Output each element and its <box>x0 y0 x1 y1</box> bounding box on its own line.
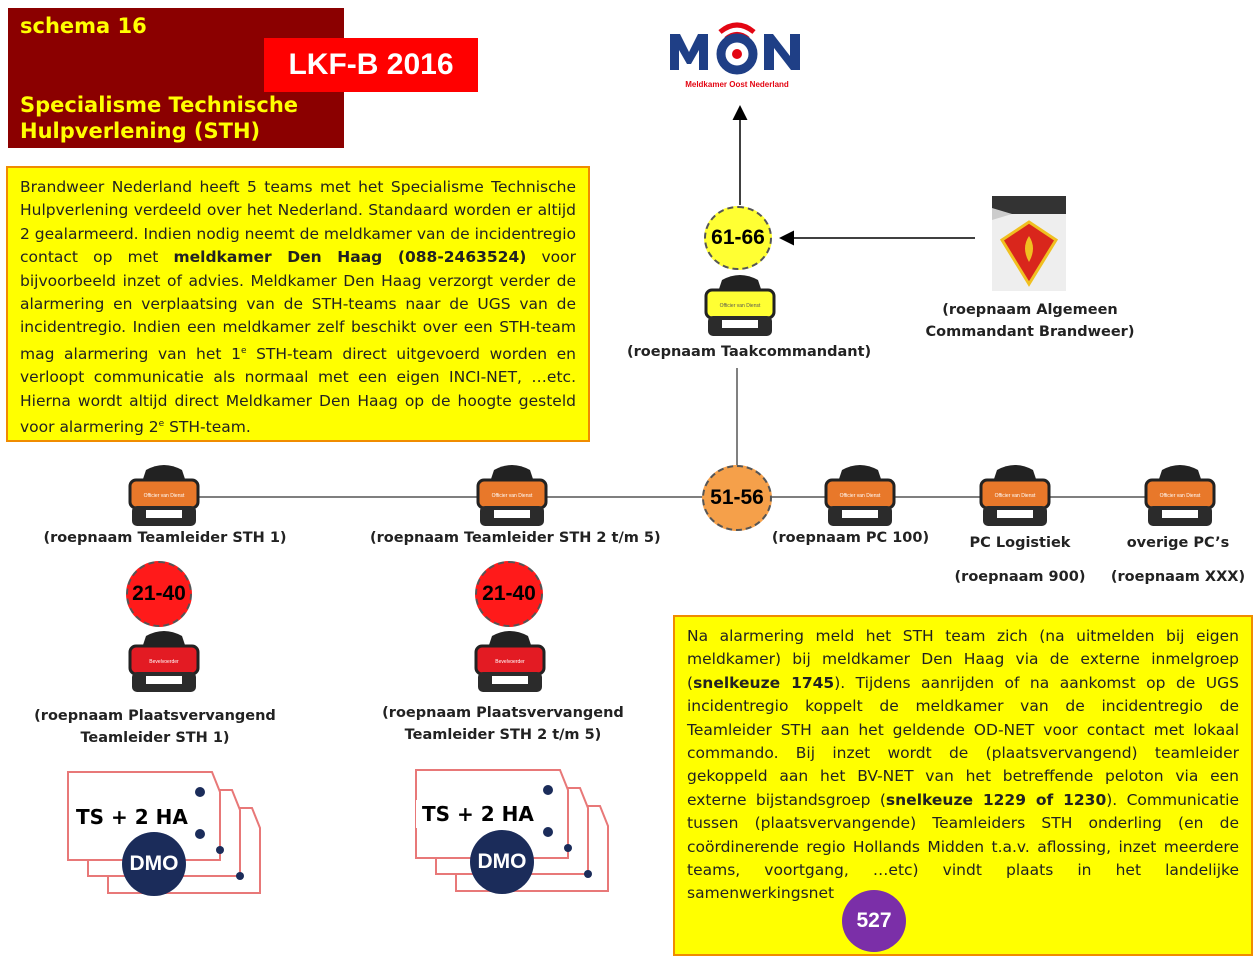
label-plaatsvervangend-1-line2: Teamleider STH 1) <box>80 730 230 746</box>
schema-number: schema 16 <box>20 14 147 38</box>
info-box-2-snelkeuze-1229: snelkeuze 1229 of 1230 <box>885 790 1107 809</box>
schema-title-line1: Specialisme Technische <box>20 93 299 117</box>
label-ac-line1: (roepnaam Algemeen <box>942 302 1118 318</box>
brandweer-shield-icon <box>992 196 1066 287</box>
schema-header: schema 16 Specialisme Technische Hulpver… <box>8 8 344 148</box>
lkf-badge: LKF-B 2016 <box>264 38 478 92</box>
ac-emblem <box>992 196 1066 291</box>
svg-text:Officier van Dienst: Officier van Dienst <box>840 493 881 499</box>
label-plaatsvervangend-2-5-line2: Teamleider STH 2 t/m 5) <box>404 727 602 743</box>
info-box-1-text-b: voor bijvoorbeeld inzet of advies. Meldk… <box>20 248 576 363</box>
info-box-1: Brandweer Nederland heeft 5 teams met he… <box>6 166 590 442</box>
svg-text:Bevelvoerder: Bevelvoerder <box>149 659 179 665</box>
label-ac-line2: Commandant Brandweer) <box>925 324 1135 340</box>
talkgroup-527: 527 <box>842 890 906 952</box>
info-box-1-text-a: Brandweer Nederland heeft 5 teams met he… <box>20 178 576 267</box>
info-box-2-text-c: ). Communicatie tussen (plaatsvervangend… <box>687 790 1239 903</box>
label-plaatsvervangend-1-line1: (roepnaam Plaatsvervangend <box>34 708 276 724</box>
label-plaatsvervangend-1: (roepnaam Plaatsvervangend Teamleider ST… <box>30 705 280 749</box>
info-box-1-sup2: e <box>158 419 165 430</box>
radio-pc-100: Officier van Dienst <box>820 462 900 532</box>
dmo-badge: DMO <box>470 830 534 894</box>
radio-teamleider-1: Officier van Dienst <box>124 462 204 532</box>
label-ac: (roepnaam Algemeen Commandant Brandweer) <box>915 299 1145 343</box>
info-box-1-sup1: e <box>240 345 247 356</box>
info-box-1-phone: meldkamer Den Haag (088-2463524) <box>173 248 527 267</box>
info-box-1-text-c: STH-team direct uitgevoerd worden en ver… <box>20 345 576 437</box>
label-teamleider-2-5: (roepnaam Teamleider STH 2 t/m 5) <box>370 530 661 546</box>
svg-text:Officier van Dienst: Officier van Dienst <box>720 303 761 309</box>
label-pc-100: (roepnaam PC 100) <box>771 530 930 546</box>
schema-title: Specialisme Technische Hulpverlening (ST… <box>20 92 298 144</box>
talkgroup-61-66: 61-66 <box>704 206 772 270</box>
schema-title-line2: Hulpverlening (STH) <box>20 119 261 143</box>
mon-logo: Meldkamer Oost Nederland <box>662 12 812 94</box>
label-overige-pc-roepnaam: (roepnaam XXX) <box>1110 569 1246 585</box>
svg-text:Officier van Dienst: Officier van Dienst <box>1160 493 1201 499</box>
info-box-1-text-d: STH-team. <box>164 418 251 437</box>
info-box-2-snelkeuze-1745: snelkeuze 1745 <box>693 673 835 692</box>
radio-plaatsvervangend-teamleider-2-5: Bevelvoerder <box>470 628 550 698</box>
vehicle-group-team-2-5: TS + 2 HA DMO <box>408 766 618 906</box>
vehicle-group-team-1: TS + 2 HA DMO <box>60 768 270 908</box>
svg-text:Officier van Dienst: Officier van Dienst <box>995 493 1036 499</box>
vehicle-ts-label: TS + 2 HA <box>416 800 540 828</box>
info-box-2: Na alarmering meld het STH team zich (na… <box>673 615 1253 956</box>
radio-pc-logistiek: Officier van Dienst <box>975 462 1055 532</box>
talkgroup-21-40-team-1: 21-40 <box>126 561 192 627</box>
dmo-badge: DMO <box>122 832 186 896</box>
radio-overige-pc: Officier van Dienst <box>1140 462 1220 532</box>
talkgroup-51-56: 51-56 <box>702 465 772 531</box>
label-plaatsvervangend-2-5-line1: (roepnaam Plaatsvervangend <box>382 705 624 721</box>
svg-text:Officier van Dienst: Officier van Dienst <box>144 493 185 499</box>
label-plaatsvervangend-2-5: (roepnaam Plaatsvervangend Teamleider ST… <box>378 702 628 746</box>
label-overige-pc: overige PC’s <box>1126 535 1230 551</box>
label-teamleider-1: (roepnaam Teamleider STH 1) <box>43 530 287 546</box>
svg-text:Officier van Dienst: Officier van Dienst <box>492 493 533 499</box>
mon-subtitle: Meldkamer Oost Nederland <box>685 80 789 89</box>
info-box-2-text-b: ). Tijdens aanrijden of na aankomst op d… <box>687 673 1239 809</box>
info-box-2-text-a: Na alarmering meld het STH team zich (na… <box>687 627 1239 692</box>
mon-logo-graphic <box>670 22 800 75</box>
label-pc-logistiek: PC Logistiek <box>969 535 1071 551</box>
radio-teamleider-2-5: Officier van Dienst <box>472 462 552 532</box>
talkgroup-21-40-team-2-5: 21-40 <box>475 561 543 627</box>
vehicle-ts-label: TS + 2 HA <box>70 803 194 831</box>
svg-text:Bevelvoerder: Bevelvoerder <box>495 659 525 665</box>
radio-taakcommandant: Officier van Dienst <box>700 272 780 342</box>
radio-plaatsvervangend-teamleider-1: Bevelvoerder <box>124 628 204 698</box>
label-pc-logistiek-roepnaam: (roepnaam 900) <box>954 569 1086 585</box>
label-taakcommandant: (roepnaam Taakcommandant) <box>627 344 872 360</box>
